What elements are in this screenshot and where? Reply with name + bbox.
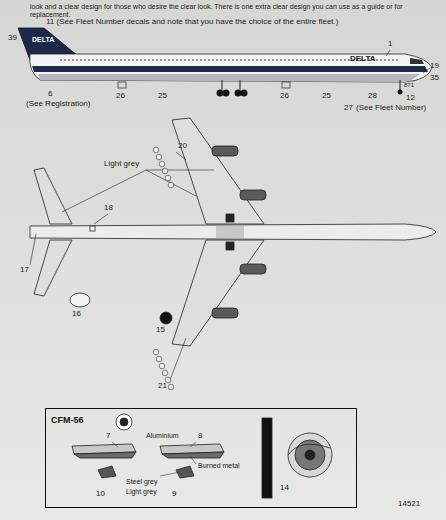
callout-number: 9 bbox=[172, 490, 176, 499]
decal-chain bbox=[153, 147, 174, 390]
callout-number: 17 bbox=[20, 266, 29, 275]
colour-note: Light grey bbox=[104, 160, 139, 169]
decal-dot bbox=[156, 154, 162, 160]
decal-dot bbox=[162, 168, 168, 174]
callout-number: 27 bbox=[344, 104, 353, 113]
callout-number: 19 bbox=[430, 62, 439, 71]
decal-dot bbox=[168, 182, 174, 188]
callout-number: 18 bbox=[104, 204, 113, 213]
callout-number: 25 bbox=[322, 92, 331, 101]
callout-number: 12 bbox=[406, 94, 415, 103]
decal-dot bbox=[162, 370, 168, 376]
note-text: 11 (See Fleet Number decals and note tha… bbox=[46, 18, 338, 27]
plan-view bbox=[30, 118, 436, 380]
decal-dot bbox=[153, 349, 159, 355]
engine-panel: CFM-56 bbox=[45, 408, 357, 508]
decal-dot bbox=[156, 356, 162, 362]
colour-note: Steel grey bbox=[126, 478, 158, 486]
callout-number: 1 bbox=[388, 40, 392, 49]
colour-note: Burned metal bbox=[198, 462, 240, 470]
callout-number: 26 bbox=[280, 92, 289, 101]
fleet-number: 871 bbox=[404, 82, 414, 89]
decal-dot bbox=[165, 175, 171, 181]
livery-text: DELTA bbox=[350, 55, 375, 64]
note-text: (See Fleet Number) bbox=[356, 104, 426, 113]
sheet-number: 14521 bbox=[398, 500, 420, 509]
colour-note: Aluminium bbox=[146, 432, 179, 440]
callout-number: 8 bbox=[198, 432, 202, 441]
note-text: (See Registration) bbox=[26, 100, 90, 109]
colour-note: Light grey bbox=[126, 488, 157, 496]
callout-number: 20 bbox=[178, 142, 187, 151]
callout-number: 25 bbox=[158, 92, 167, 101]
livery-text: DELTA bbox=[32, 36, 54, 44]
note-text: look and a clear design for those who de… bbox=[30, 3, 430, 18]
callout-number: 26 bbox=[116, 92, 125, 101]
decal-dot bbox=[159, 363, 165, 369]
callout-number: 7 bbox=[106, 432, 110, 441]
panel-heading: CFM-56 bbox=[46, 412, 89, 428]
decal-dot bbox=[159, 161, 165, 167]
callout-number: 10 bbox=[96, 490, 105, 499]
decal-dot bbox=[153, 147, 159, 153]
callout-number: 21 bbox=[158, 382, 167, 391]
decal-dot bbox=[168, 384, 174, 390]
callout-number: 14 bbox=[280, 484, 289, 493]
callout-number: 39 bbox=[8, 34, 17, 43]
engine-details bbox=[72, 414, 332, 498]
side-view bbox=[18, 28, 432, 97]
callout-number: 15 bbox=[156, 326, 165, 335]
callout-number: 6 bbox=[48, 90, 52, 99]
callout-number: 16 bbox=[72, 310, 81, 319]
callout-number: 35 bbox=[430, 74, 439, 83]
callout-number: 28 bbox=[368, 92, 377, 101]
